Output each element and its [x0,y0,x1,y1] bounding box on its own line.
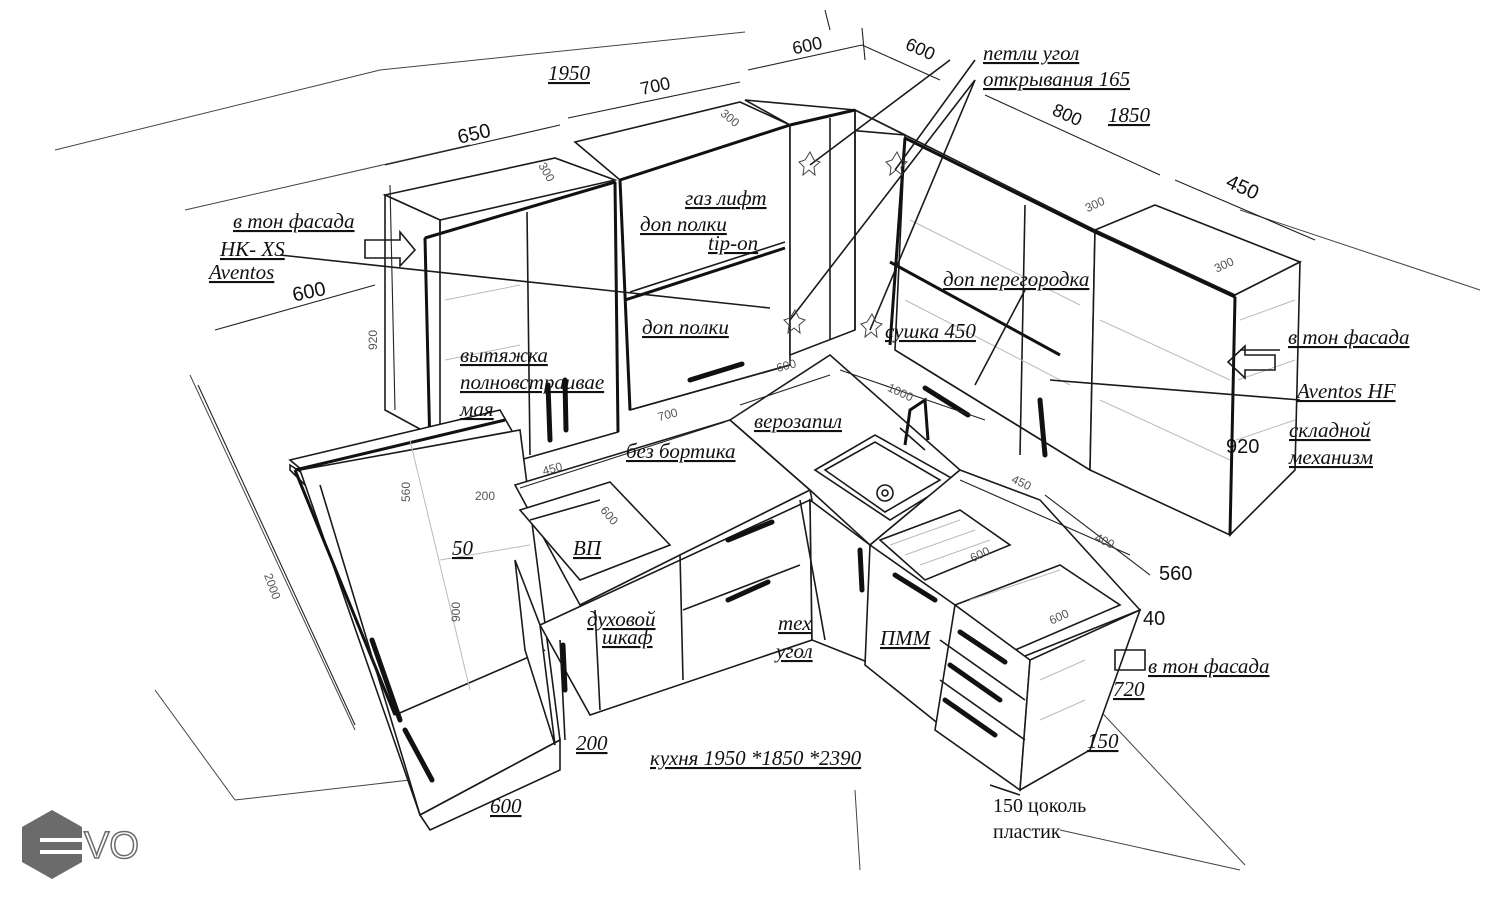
dim-920-left: 920 [366,330,380,350]
dim-400: 400 [1093,530,1117,551]
dim-200: 200 [576,731,608,755]
label-folding-1: складной [1289,418,1371,442]
label-no-edge: без бортика [626,439,736,463]
logo-text: VO [84,825,139,867]
room-outline [54,31,1481,871]
label-aventos-left: Aventos [207,260,274,284]
dim-600-counter: 600 [775,356,798,375]
dim-560: 560 [1159,563,1192,585]
label-folding-2: механизм [1288,445,1373,469]
dim-50: 50 [452,536,474,560]
dim-1950: 1950 [548,61,591,85]
label-hinges-2: открывания 165 [983,67,1130,91]
dim-800: 800 [1049,100,1085,130]
label-facade-tone-right: в тон фасада [1288,325,1410,349]
dim-650: 650 [455,120,492,149]
label-plinth-1: 150 цоколь [993,795,1086,817]
label-tech-corner-2: угол [774,639,813,663]
label-hood-3: мая [459,397,494,421]
label-tech-corner-1: тех [778,611,812,635]
dim-900-fridge: 900 [449,602,463,622]
dim-1850: 1850 [1108,103,1151,127]
label-extra-shelves-mid: доп полки [642,315,729,339]
label-hinges-1: петли угол [983,41,1079,65]
dim-560-fridge: 560 [399,482,413,502]
label-aventos-hf: Aventos HF [1295,379,1396,403]
label-dishwasher: ПММ [879,626,932,650]
dim-1000: 1000 [885,380,915,404]
dim-920-right: 920 [1226,436,1259,458]
dim-2000: 2000 [261,571,283,601]
upper-cabinets [382,99,1302,537]
label-verozapil: верозапил [754,409,842,433]
dim-150: 150 [1087,729,1119,753]
dim-700-top: 700 [638,73,672,99]
label-facade-tone-bottom: в тон фасада [1148,654,1270,678]
label-oven-1: духовой [587,607,656,631]
label-extra-shelves-top: доп полки [640,212,727,236]
dim-600-top-b: 600 [903,34,939,64]
dim-720: 720 [1113,677,1145,701]
fridge-column [288,409,561,832]
evo-logo: VO [22,810,140,879]
page-title: кухня 1950 *1850 *2390 [650,746,862,770]
dim-600-left: 600 [291,278,328,306]
dim-450-top: 450 [1223,171,1262,205]
dimension-lines [197,9,1316,726]
label-tip-on: tip-on [708,231,758,255]
label-hob: ВП [573,536,603,560]
label-hood-1: вытяжка [460,343,548,367]
hexagon-icon [22,810,82,879]
label-extra-partition: доп перегородка [943,267,1089,291]
leader-lines [279,59,1301,671]
label-facade-tone-left: в тон фасада [233,209,355,233]
dim-450-counter: 450 [541,459,564,478]
dim-600-bottom: 600 [490,794,522,818]
label-plinth-2: пластик [993,821,1061,843]
label-hk-xs: HK- XS [219,237,285,261]
dim-700-counter: 700 [656,405,679,424]
dim-200-fridge: 200 [475,489,495,503]
label-dryer: сушка 450 [885,319,976,343]
dim-40: 40 [1143,608,1165,630]
label-gas-lift: газ лифт [685,186,767,210]
label-oven-2: шкаф [602,625,653,649]
label-hood-2: полновстраивае [460,370,604,394]
dim-300-c: 300 [1083,194,1107,215]
